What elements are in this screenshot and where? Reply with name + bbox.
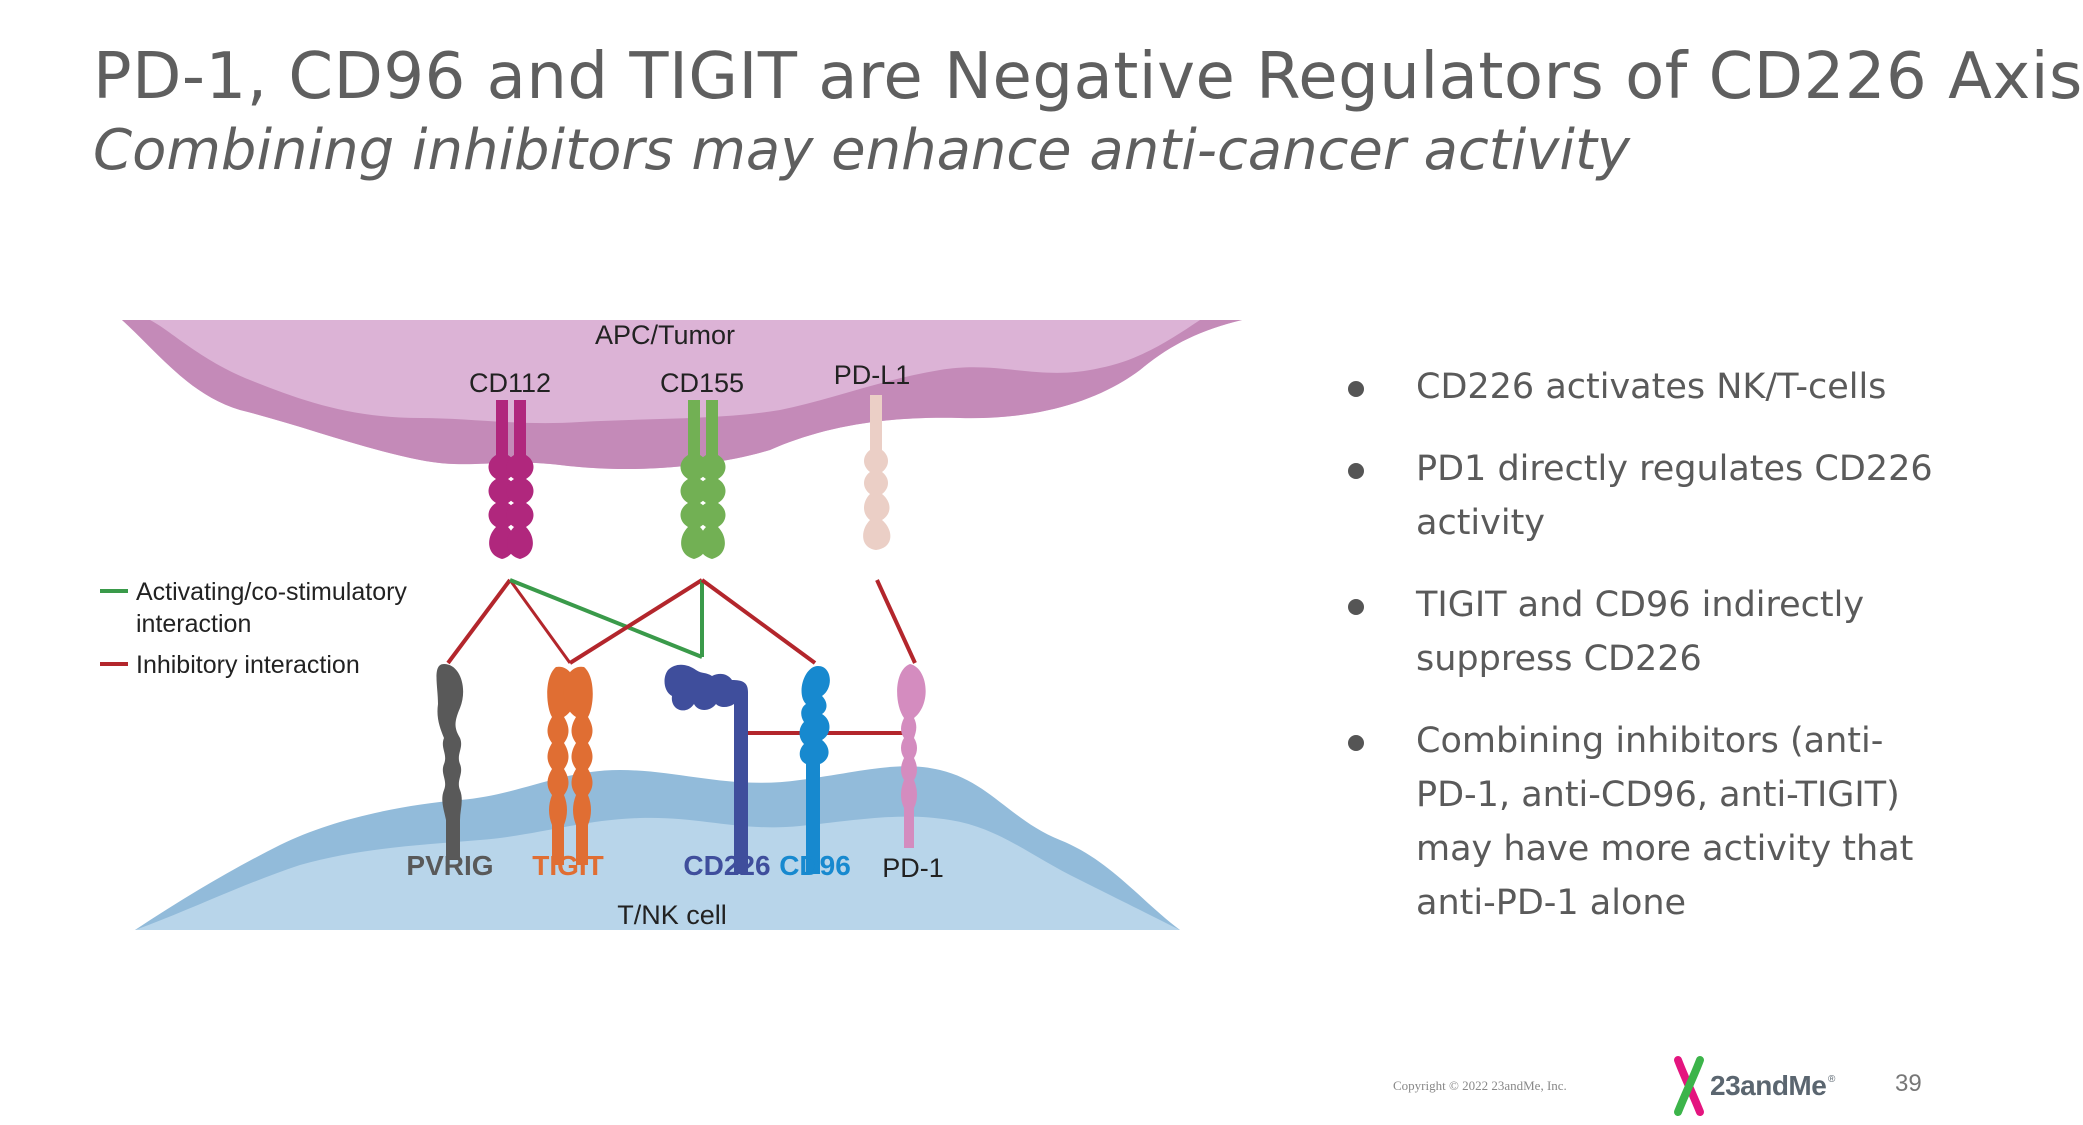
cd112-label: CD112 [469, 368, 551, 398]
bullet-item: TIGIT and CD96 indirectly suppress CD226 [1340, 578, 1940, 686]
bullet-dot-icon [1348, 381, 1364, 397]
tigit-label: TIGIT [532, 850, 604, 881]
pdl1-ligand [863, 395, 891, 550]
cd155-label: CD155 [660, 368, 744, 398]
pd1-label: PD-1 [882, 853, 944, 883]
bullet-list: CD226 activates NK/T-cells PD1 directly … [1340, 360, 1940, 958]
activating-line-cd112-cd226 [509, 578, 703, 659]
slide-subtitle: Combining inhibitors may enhance anti-ca… [93, 118, 1631, 183]
cd226-label: CD226 [683, 850, 770, 881]
inhibitory-line-cd155-cd96 [700, 578, 817, 665]
cd226-axis-diagram: APC/Tumor CD112 CD155 PD-L1 PVRIG TIGIT … [100, 320, 1242, 930]
cd96-label: CD96 [779, 850, 851, 881]
cd226-receptor [664, 664, 748, 874]
cd96-receptor [799, 666, 830, 874]
bullet-item: CD226 activates NK/T-cells [1340, 360, 1940, 414]
logo-x-icon [1674, 1056, 1704, 1116]
bullet-item: Combining inhibitors (anti-PD-1, anti-CD… [1340, 714, 1940, 930]
inhibitory-line-cd112-pvrig [446, 578, 512, 665]
legend-activating-label-line2: interaction [136, 610, 251, 638]
page-number: 39 [1895, 1070, 1922, 1097]
cd155-ligand [680, 400, 726, 559]
pdl1-label: PD-L1 [834, 360, 911, 390]
inhibitory-line-pdl1-pd1 [875, 579, 917, 664]
apc-tumor-label: APC/Tumor [595, 320, 735, 350]
legend-inhibitory-label: Inhibitory interaction [136, 651, 360, 679]
pvrig-receptor [436, 664, 464, 860]
23andme-logo: 23andMe ® [1672, 1056, 1852, 1116]
legend-activating-label: Activating/co-stimulatory [136, 578, 407, 606]
slide-title: PD-1, CD96 and TIGIT are Negative Regula… [93, 40, 2083, 114]
inhibitory-line-cd155-tigit [568, 578, 704, 665]
apc-tumor-cell-inner [122, 320, 1242, 470]
tigit-receptor [547, 666, 593, 865]
pd1-receptor [897, 664, 926, 848]
copyright-notice: Copyright © 2022 23andMe, Inc. [1393, 1078, 1567, 1093]
tnk-cell-label: T/NK cell [617, 900, 727, 930]
bullet-dot-icon [1348, 463, 1364, 479]
tnk-cell-inner [135, 816, 1180, 930]
bullet-item: PD1 directly regulates CD226 activity [1340, 442, 1940, 550]
inhibitory-line-cd112-tigit [508, 579, 572, 664]
pvrig-label: PVRIG [406, 850, 493, 881]
bullet-dot-icon [1348, 599, 1364, 615]
cd112-ligand [488, 400, 534, 559]
bullet-dot-icon [1348, 735, 1364, 751]
logo-wordmark: 23andMe [1710, 1070, 1827, 1101]
logo-registered-mark: ® [1828, 1074, 1836, 1085]
